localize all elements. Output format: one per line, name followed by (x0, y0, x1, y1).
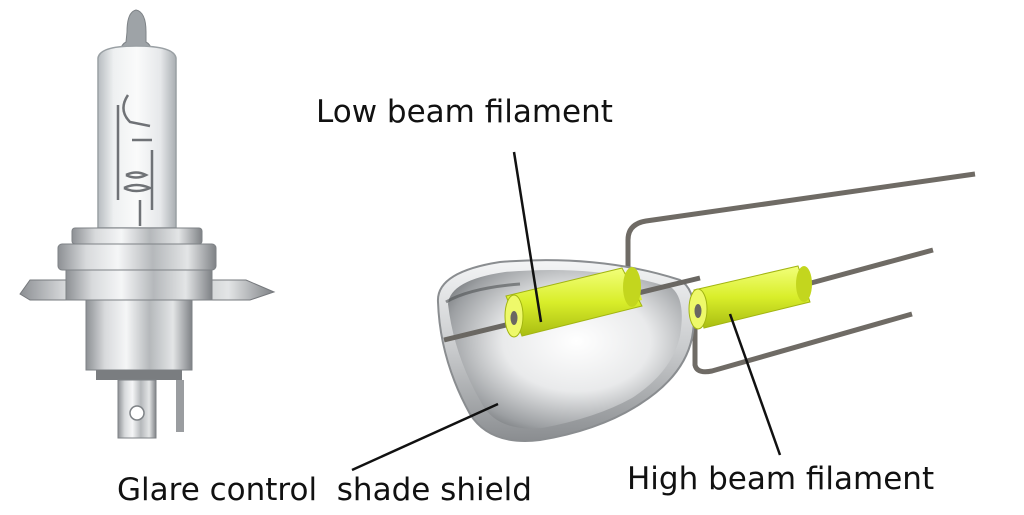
leader-line-shield (351, 402, 499, 472)
high-beam-filament (688, 265, 812, 330)
low-beam-filament-label: Low beam filament (316, 94, 613, 130)
high-beam-filament-label: High beam filament (627, 461, 935, 497)
leader-line-low-beam (512, 151, 543, 323)
support-wire-middle (799, 247, 934, 289)
filament-assembly (351, 151, 976, 472)
halogen-bulb-image (19, 9, 276, 439)
support-wire-top (625, 171, 976, 270)
glare-control-shade-shield-label: Glare control shade shield (117, 472, 532, 508)
leader-line-high-beam (728, 313, 782, 456)
support-wire-bottom (692, 295, 913, 375)
